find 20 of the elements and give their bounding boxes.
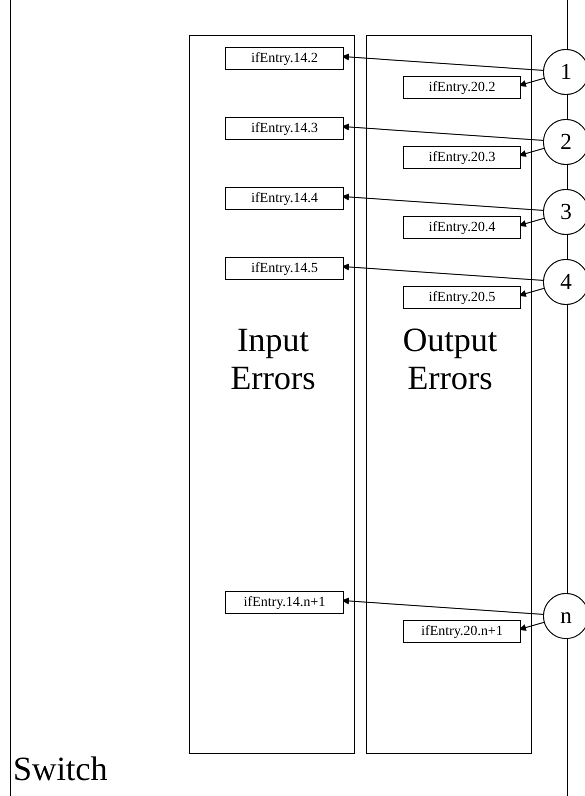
column-heading: Output Errors — [402, 322, 498, 398]
entry-box: ifEntry.20.5 — [403, 286, 521, 309]
device-title: Switch — [13, 751, 108, 789]
error-column — [189, 35, 355, 754]
entry-box: ifEntry.14.2 — [225, 47, 344, 70]
entry-box: ifEntry.20.n+1 — [403, 620, 521, 643]
port-circle: 2 — [543, 119, 585, 165]
entry-box: ifEntry.20.4 — [403, 216, 521, 239]
entry-box: ifEntry.14.4 — [225, 187, 344, 210]
port-circle: 1 — [543, 49, 585, 95]
port-circle: 4 — [543, 259, 585, 305]
column-heading: Input Errors — [230, 322, 316, 398]
entry-box: ifEntry.20.3 — [403, 146, 521, 169]
port-circle: 3 — [543, 189, 585, 235]
entry-box: ifEntry.14.n+1 — [225, 591, 344, 614]
entry-box: ifEntry.14.5 — [225, 257, 344, 280]
port-circle: n — [543, 593, 585, 639]
entry-box: ifEntry.20.2 — [403, 76, 521, 99]
error-column — [366, 35, 532, 754]
entry-box: ifEntry.14.3 — [225, 117, 344, 140]
